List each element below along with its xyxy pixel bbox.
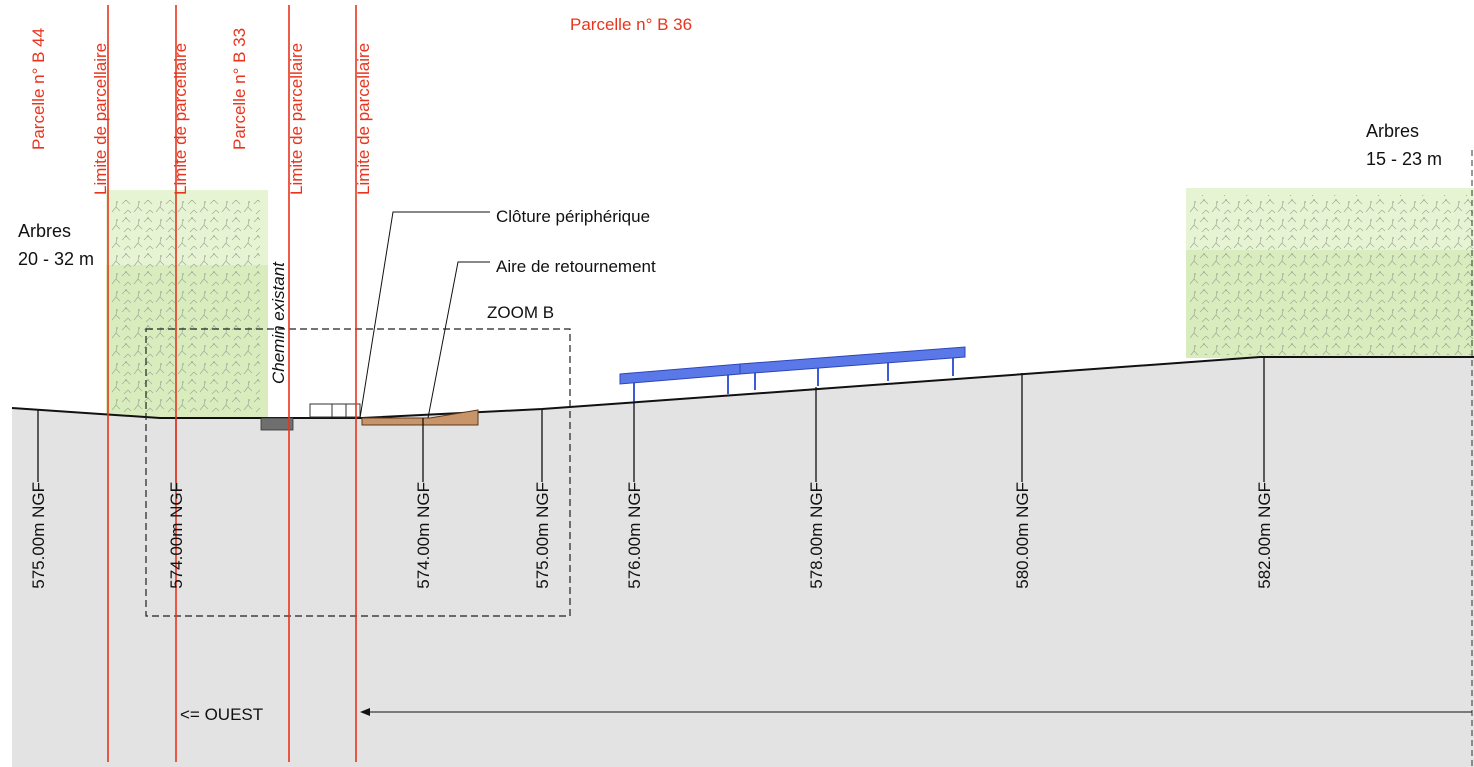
elevation-label: 582.00m NGF — [1255, 482, 1274, 589]
ground-fill — [12, 357, 1474, 767]
elevation-label: 574.00m NGF — [167, 482, 186, 589]
tree-zone-right — [1186, 188, 1474, 358]
trees-left-height: 20 - 32 m — [18, 249, 94, 269]
fence-gate-boxes — [309, 403, 361, 418]
trees-right-title: Arbres — [1366, 121, 1419, 141]
elevation-labels: 575.00m NGF 574.00m NGF 574.00m NGF 575.00m… — [29, 482, 1274, 589]
cloture-label: Clôture périphérique — [496, 207, 650, 226]
parcel-b33-label: Parcelle n° B 33 — [230, 28, 249, 150]
elevation-label: 575.00m NGF — [533, 482, 552, 589]
parcel-limit-label-4: Limite de parcellaire — [354, 43, 373, 195]
parcel-limit-label-2: Limite de parcellaire — [171, 43, 190, 195]
elevation-label: 575.00m NGF — [29, 482, 48, 589]
trees-right-height: 15 - 23 m — [1366, 149, 1442, 169]
parcel-limit-label-3: Limite de parcellaire — [287, 43, 306, 195]
elevation-label: 576.00m NGF — [625, 482, 644, 589]
solar-panel-row — [619, 346, 966, 401]
aire-leader-line — [427, 261, 490, 419]
elevation-label: 574.00m NGF — [414, 482, 433, 589]
trees-left-title: Arbres — [18, 221, 71, 241]
tree-zone-left — [106, 190, 268, 417]
parcel-b44-label: Parcelle n° B 44 — [29, 28, 48, 150]
chemin-existant-label: Chemin existant — [269, 261, 288, 384]
terrain-profile-line — [11, 356, 1474, 419]
elevation-label: 580.00m NGF — [1013, 482, 1032, 589]
turnaround-area — [361, 409, 479, 426]
existing-path-block — [260, 417, 294, 431]
parcel-b36-label: Parcelle n° B 36 — [570, 15, 692, 34]
direction-arrowhead — [360, 708, 370, 716]
parcel-limit-lines — [107, 5, 357, 762]
aire-label: Aire de retournement — [496, 257, 656, 276]
elevation-label: 578.00m NGF — [807, 482, 826, 589]
cloture-leader-line — [359, 211, 490, 419]
parcel-limit-label-1: Limite de parcellaire — [91, 43, 110, 195]
direction-label: <= OUEST — [180, 705, 263, 724]
zoom-b-frame — [145, 328, 571, 617]
zoom-b-label: ZOOM B — [487, 303, 554, 322]
